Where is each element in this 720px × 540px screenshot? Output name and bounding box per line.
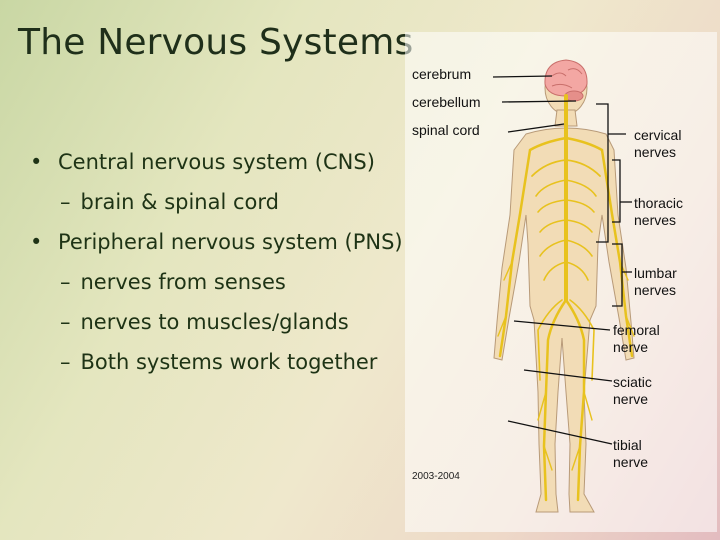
label-cerebrum: cerebrum [412, 66, 472, 82]
bullet-dot-icon: • [30, 150, 43, 174]
label-thoracic-nerves-line1: thoracic [634, 195, 684, 211]
image-credit: 2003-2004 [412, 471, 460, 482]
sub-bullet: –nerves from senses [30, 262, 450, 302]
label-cervical-nerves-line1: cervical [634, 127, 682, 143]
label-tibial-nerve-line2: nerve [613, 454, 649, 470]
bullet-pns: • Peripheral nervous system (PNS) [30, 222, 450, 262]
label-femoral-nerve-line1: femoral [613, 322, 660, 338]
bullet-list: • Central nervous system (CNS) –brain & … [30, 142, 450, 382]
label-lumbar-nerves-line2: nerves [634, 282, 677, 298]
label-sciatic-nerve-line2: nerve [613, 391, 649, 407]
dash-icon: – [60, 350, 71, 374]
label-femoral-nerve-line2: nerve [613, 339, 649, 355]
dash-icon: – [60, 310, 71, 334]
sub-bullet-text: nerves to muscles/glands [80, 310, 349, 334]
sub-bullet: –nerves to muscles/glands [30, 302, 450, 342]
label-spinal-cord: spinal cord [412, 122, 480, 138]
label-sciatic-nerve-line1: sciatic [613, 374, 652, 390]
leader-lines [492, 75, 632, 445]
bullet-text: Central nervous system (CNS) [58, 150, 375, 174]
slide-title: The Nervous Systems [18, 22, 414, 63]
sub-bullet-text: brain & spinal cord [80, 190, 280, 214]
label-cervical-nerves-line2: nerves [634, 144, 677, 160]
sub-bullet: –Both systems work together [30, 342, 450, 382]
nerve-network [497, 94, 635, 502]
dash-icon: – [60, 190, 71, 214]
dash-icon: – [60, 270, 71, 294]
label-cerebellum: cerebellum [412, 94, 481, 110]
bullet-cns: • Central nervous system (CNS) [30, 142, 450, 182]
bullet-text: Peripheral nervous system (PNS) [58, 230, 403, 254]
sub-bullet-text: Both systems work together [80, 350, 378, 374]
sub-bullet: –brain & spinal cord [30, 182, 450, 222]
label-tibial-nerve-line1: tibial [613, 437, 642, 453]
label-thoracic-nerves-line2: nerves [634, 212, 677, 228]
sub-bullet-text: nerves from senses [80, 270, 286, 294]
label-lumbar-nerves-line1: lumbar [634, 265, 677, 281]
bullet-dot-icon: • [30, 230, 43, 254]
